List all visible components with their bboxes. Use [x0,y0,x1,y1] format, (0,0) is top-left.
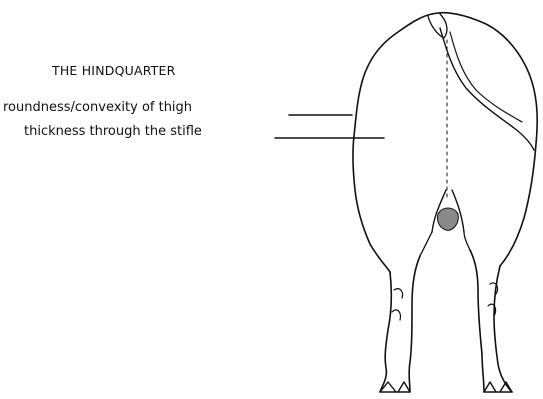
right-leg [470,250,512,392]
left-hock-detail [392,289,403,320]
hindquarter-outline [353,14,432,272]
shaded-crotch-area [437,208,458,230]
right-inner-leg [464,232,470,250]
left-inner-leg [420,232,432,256]
tail-inner [450,32,522,122]
left-hoof [380,382,410,392]
tailhead [428,14,447,38]
left-leg [380,256,420,392]
